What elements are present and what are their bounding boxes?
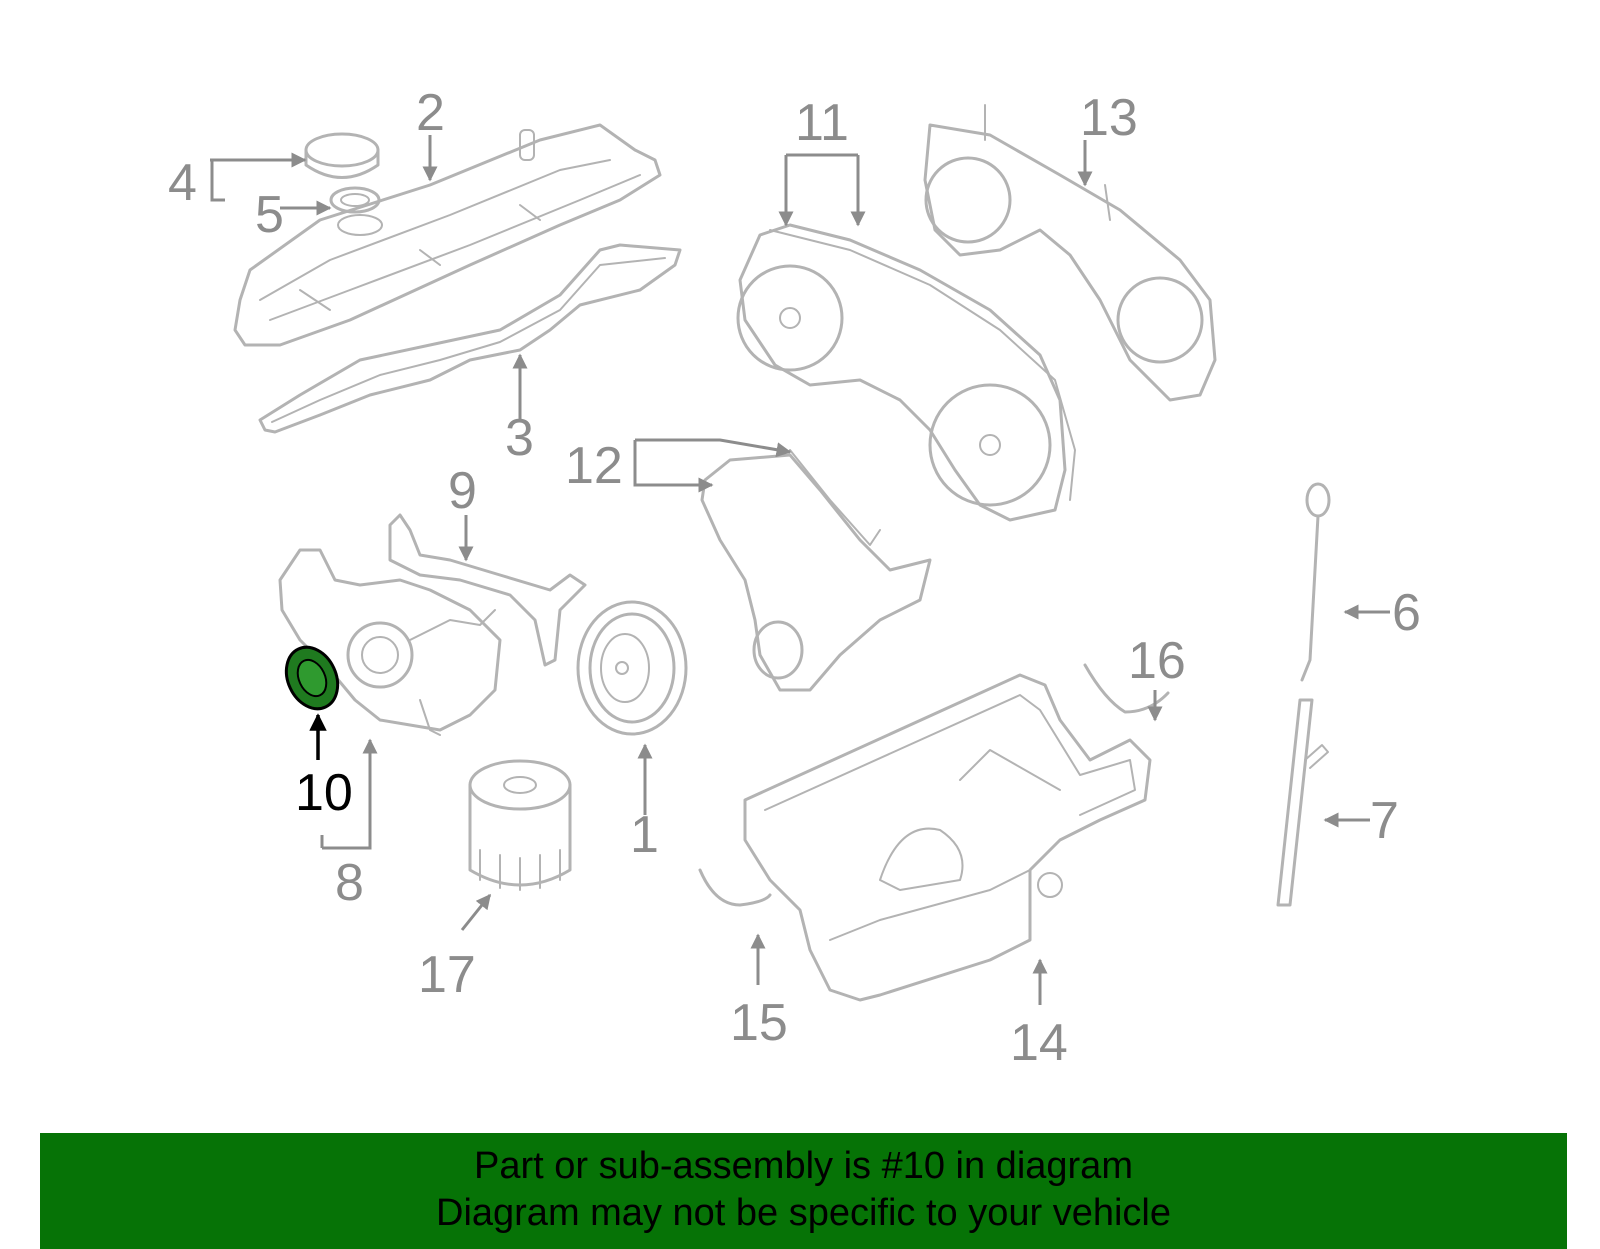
dipstick-tube (1276, 698, 1329, 907)
oil-pan (743, 673, 1152, 1002)
banner-line-part: Part or sub-assembly is #10 in diagram (474, 1145, 1133, 1187)
banner-line-disclaimer: Diagram may not be specific to your vehi… (436, 1192, 1171, 1234)
callout-2: 2 (416, 84, 445, 142)
timing-cover (736, 223, 1076, 522)
info-banner: Part or sub-assembly is #10 in diagram D… (40, 1133, 1567, 1249)
callout-labels: 2 4 5 3 11 13 12 9 10 8 1 17 14 15 16 6 … (168, 84, 1421, 1072)
crank-seal-highlight (284, 645, 340, 711)
filler-cap (304, 132, 380, 179)
rear-timing-cover (923, 104, 1217, 402)
callout-4: 4 (168, 154, 197, 212)
lower-timing-cover (700, 449, 932, 692)
callout-12: 12 (565, 437, 623, 495)
oil-pan-seal-front (1083, 663, 1170, 714)
callout-10: 10 (295, 764, 353, 822)
callout-1: 1 (630, 806, 659, 864)
callout-9: 9 (448, 462, 477, 520)
cap-gasket (329, 186, 381, 214)
callout-7: 7 (1370, 792, 1399, 850)
callout-6: 6 (1392, 584, 1421, 642)
parts-diagram: 2 4 5 3 11 13 12 9 10 8 1 17 14 15 16 6 … (168, 84, 1421, 1072)
crankshaft-pulley (576, 600, 688, 736)
callout-3: 3 (505, 409, 534, 467)
valve-cover (233, 123, 662, 347)
callout-11: 11 (795, 94, 849, 152)
leader-lines (210, 135, 1390, 1005)
callout-15: 15 (730, 994, 788, 1052)
callout-5: 5 (255, 186, 284, 244)
callout-8: 8 (335, 854, 364, 912)
oil-pan-seal-rear (698, 868, 772, 907)
valve-cover-gasket (258, 243, 682, 434)
callout-16: 16 (1128, 632, 1186, 690)
callout-17: 17 (418, 946, 476, 1004)
oil-dipstick (1300, 482, 1331, 682)
callout-13: 13 (1080, 89, 1138, 147)
front-cover-gasket (388, 513, 587, 667)
oil-filter (468, 759, 572, 891)
callout-14: 14 (1010, 1014, 1068, 1072)
